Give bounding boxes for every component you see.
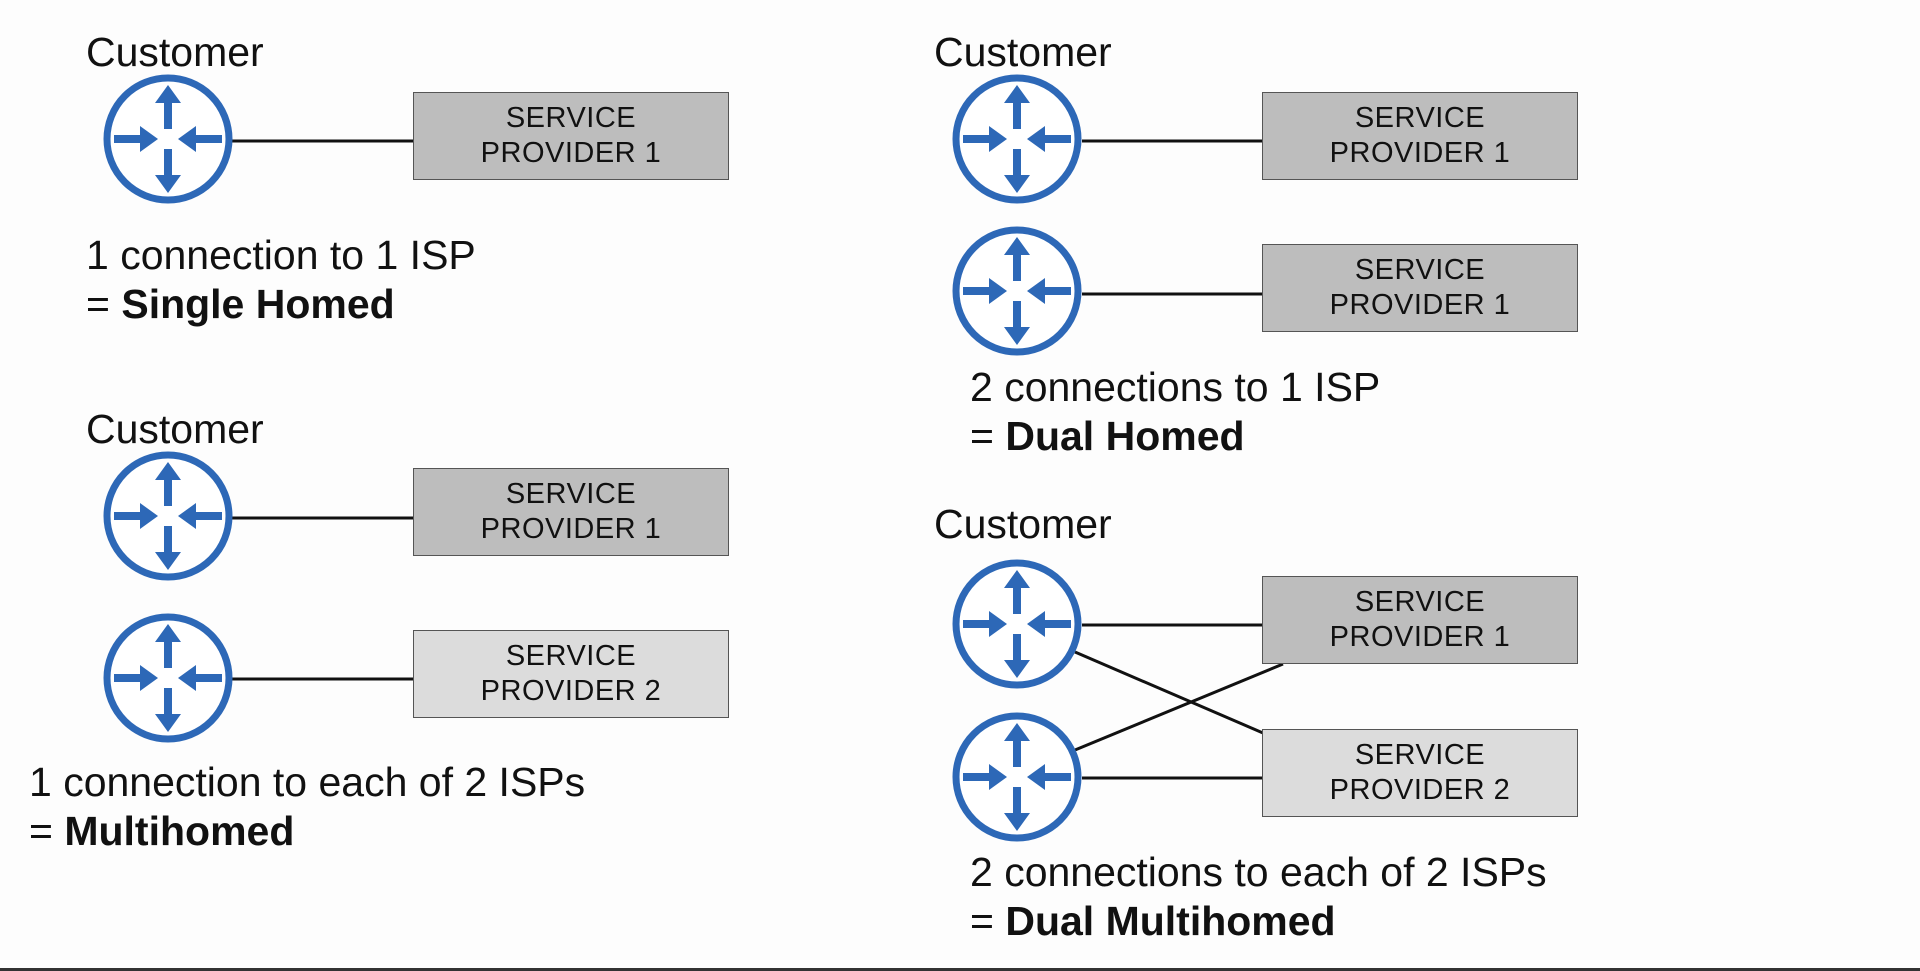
equals-sign: = [970, 898, 1006, 944]
description-line: 2 connections to each of 2 ISPs [970, 849, 1547, 895]
isp-box-line2: PROVIDER 2 [1329, 774, 1511, 806]
homing-term: Dual Multihomed [1005, 898, 1336, 944]
router-icon [956, 230, 1078, 352]
description-line: 1 connection to 1 ISP [86, 232, 476, 278]
homing-term: Dual Homed [1005, 413, 1245, 459]
isp-box-line1: SERVICE [505, 640, 637, 672]
description: 1 connection to each of 2 ISPs = Multiho… [29, 758, 585, 856]
link-dual-multihomed-cross-1 [1074, 650, 1264, 735]
homing-term: Single Homed [121, 281, 395, 327]
link-dual-multihomed-cross-2 [1074, 662, 1284, 752]
description: 2 connections to 1 ISP = Dual Homed [970, 363, 1380, 461]
isp-box-line2: PROVIDER 1 [480, 513, 662, 545]
router-icon [107, 617, 229, 739]
description-line: 1 connection to each of 2 ISPs [29, 759, 586, 805]
customer-label: Customer [934, 29, 1112, 75]
isp-box-line1: SERVICE [1354, 102, 1486, 134]
isp-box-line2: PROVIDER 1 [1329, 137, 1511, 169]
isp-box-line2: PROVIDER 1 [1329, 289, 1511, 321]
homing-term: Multihomed [64, 808, 295, 854]
isp-box-line2: PROVIDER 1 [1329, 621, 1511, 653]
isp-box-line1: SERVICE [1354, 586, 1486, 618]
description-term-line: = Single Homed [86, 280, 476, 329]
description-term-line: = Dual Multihomed [970, 897, 1547, 946]
equals-sign: = [29, 808, 65, 854]
customer-label: Customer [934, 501, 1112, 547]
isp-box-line2: PROVIDER 1 [480, 137, 662, 169]
isp-box-line2: PROVIDER 2 [480, 675, 662, 707]
router-icon [107, 78, 229, 200]
router-icon [956, 78, 1078, 200]
isp-box-line1: SERVICE [505, 102, 637, 134]
isp-box-line1: SERVICE [1354, 739, 1486, 771]
description: 2 connections to each of 2 ISPs = Dual M… [970, 848, 1547, 946]
description-line: 2 connections to 1 ISP [970, 364, 1381, 410]
customer-label: Customer [86, 29, 264, 75]
equals-sign: = [86, 281, 122, 327]
description-term-line: = Dual Homed [970, 412, 1380, 461]
description-term-line: = Multihomed [29, 807, 585, 856]
router-icon [956, 716, 1078, 838]
frame-bottom-border [0, 968, 1920, 971]
isp-box-line1: SERVICE [505, 478, 637, 510]
router-icon [107, 455, 229, 577]
equals-sign: = [970, 413, 1006, 459]
router-icon [956, 563, 1078, 685]
isp-box-line1: SERVICE [1354, 254, 1486, 286]
description: 1 connection to 1 ISP = Single Homed [86, 231, 476, 329]
customer-label: Customer [86, 406, 264, 452]
